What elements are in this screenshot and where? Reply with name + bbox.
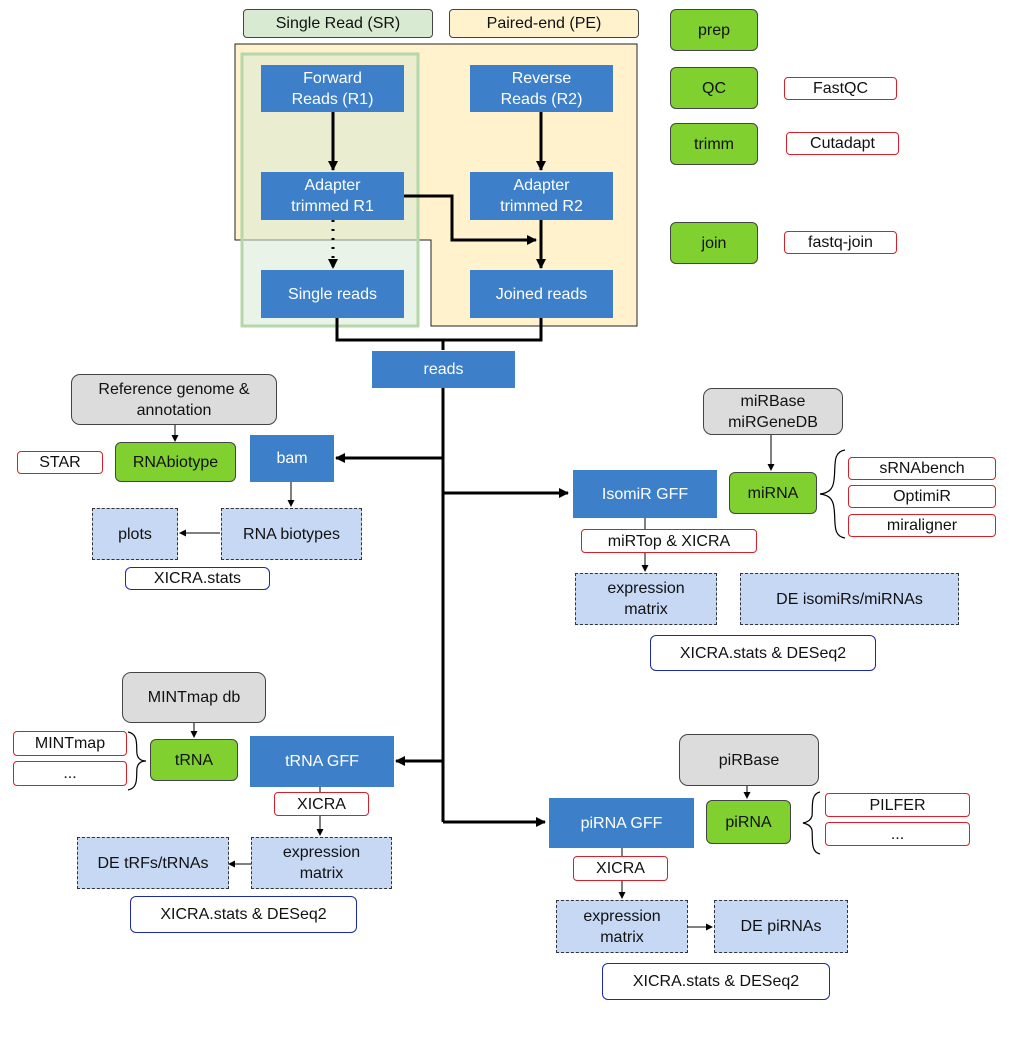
output-expression-matrix-mirna[interactable]: expression matrix <box>575 573 717 625</box>
output-rna-biotypes[interactable]: RNA biotypes <box>221 508 362 560</box>
db-mintmap: MINTmap db <box>122 672 266 723</box>
trna-gff-node[interactable]: tRNA GFF <box>250 736 394 787</box>
output-de-trfs[interactable]: DE tRFs/tRNAs <box>77 837 229 889</box>
stats-xicra-deseq2-mirna[interactable]: XICRA.stats & DESeq2 <box>650 635 876 671</box>
tool-trna-more[interactable]: ... <box>13 761 127 786</box>
step-trimm[interactable]: trimm <box>670 123 758 165</box>
db-pirbase: piRBase <box>679 734 819 786</box>
output-plots[interactable]: plots <box>92 508 178 560</box>
single-reads-node[interactable]: Single reads <box>261 270 404 318</box>
tool-xicra-pirna[interactable]: XICRA <box>573 856 668 881</box>
legend-paired-end: Paired-end (PE) <box>449 9 639 38</box>
step-qc[interactable]: QC <box>670 67 758 109</box>
tool-miraligner[interactable]: miraligner <box>848 514 996 537</box>
tool-pirna-more[interactable]: ... <box>825 822 970 846</box>
output-de-pirnas[interactable]: DE piRNAs <box>714 900 848 953</box>
step-pirna[interactable]: piRNA <box>706 800 791 844</box>
stats-xicra-deseq2-pirna[interactable]: XICRA.stats & DESeq2 <box>602 963 830 1000</box>
adapter-trimmed-r2-node[interactable]: Adapter trimmed R2 <box>470 172 613 220</box>
joined-reads-node[interactable]: Joined reads <box>470 270 613 318</box>
tool-fastqc[interactable]: FastQC <box>784 77 897 100</box>
tool-cutadapt[interactable]: Cutadapt <box>786 132 899 155</box>
stats-xicra-deseq2-trna[interactable]: XICRA.stats & DESeq2 <box>130 896 357 933</box>
tool-mirtop-xicra[interactable]: miRTop & XICRA <box>581 529 757 553</box>
tool-fastq-join[interactable]: fastq-join <box>784 231 897 254</box>
bam-node[interactable]: bam <box>250 435 334 482</box>
brace-trna-tools <box>127 731 147 791</box>
legend-single-read: Single Read (SR) <box>243 9 433 38</box>
step-rnabiotype[interactable]: RNAbiotype <box>115 442 236 482</box>
brace-pirna-tools <box>802 791 821 855</box>
adapter-trimmed-r1-node[interactable]: Adapter trimmed R1 <box>261 172 404 220</box>
tool-xicra-trna[interactable]: XICRA <box>274 792 369 816</box>
tool-optimir[interactable]: OptimiR <box>848 485 996 508</box>
output-expression-matrix-trna[interactable]: expression matrix <box>251 837 392 889</box>
pirna-gff-node[interactable]: piRNA GFF <box>549 798 694 848</box>
tool-star[interactable]: STAR <box>17 451 103 474</box>
step-trna[interactable]: tRNA <box>150 739 238 781</box>
reads-node[interactable]: reads <box>372 351 515 388</box>
tool-pilfer[interactable]: PILFER <box>825 793 970 817</box>
output-de-isomirs[interactable]: DE isomiRs/miRNAs <box>740 573 959 625</box>
step-join[interactable]: join <box>670 222 758 264</box>
brace-mirna-tools <box>819 449 846 539</box>
stats-xicra[interactable]: XICRA.stats <box>125 567 270 590</box>
tool-mintmap[interactable]: MINTmap <box>13 731 127 756</box>
db-reference-genome: Reference genome & annotation <box>71 374 277 425</box>
output-expression-matrix-pirna[interactable]: expression matrix <box>556 900 688 953</box>
reverse-reads-node[interactable]: Reverse Reads (R2) <box>470 65 613 112</box>
db-mirbase: miRBase miRGeneDB <box>703 388 843 435</box>
tool-srnabench[interactable]: sRNAbench <box>848 457 996 480</box>
merge-single-joined <box>335 318 543 342</box>
step-mirna[interactable]: miRNA <box>729 472 817 514</box>
isomir-gff-node[interactable]: IsomiR GFF <box>573 470 717 518</box>
arrow-adapter1-to-joined-a <box>404 194 537 245</box>
step-prep[interactable]: prep <box>670 9 758 51</box>
forward-reads-node[interactable]: Forward Reads (R1) <box>261 65 404 112</box>
